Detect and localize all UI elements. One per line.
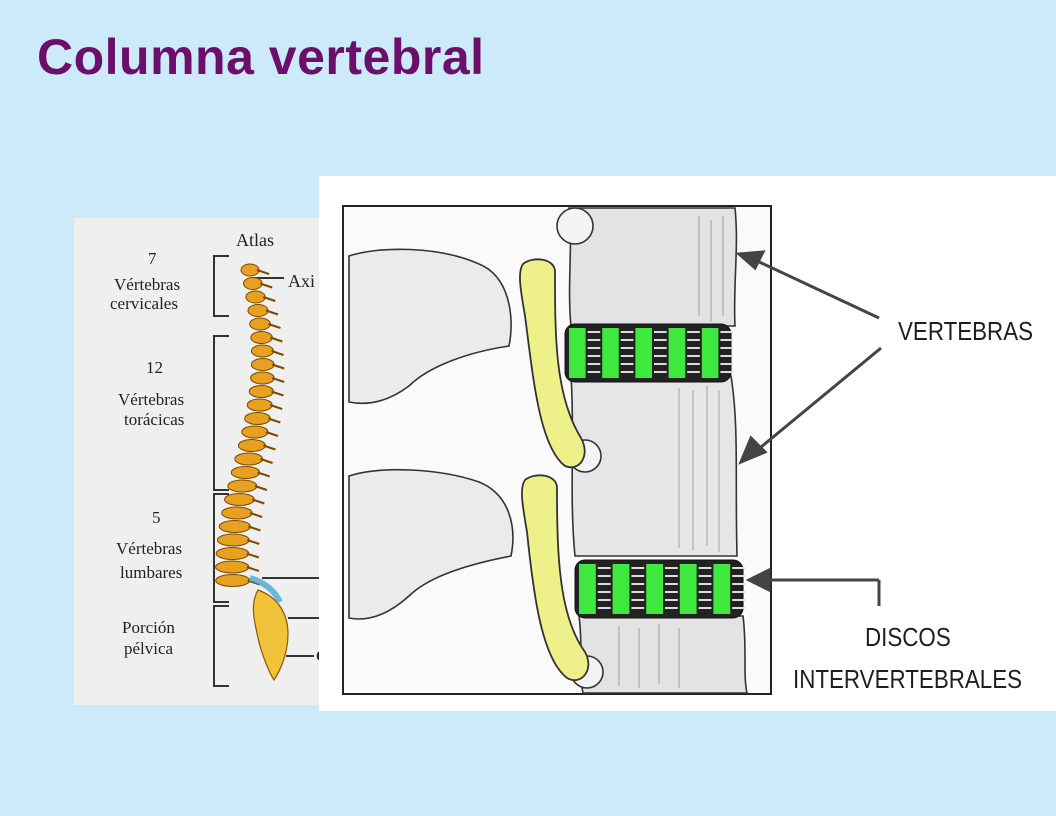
spine-process	[259, 282, 273, 289]
disc-segment	[579, 564, 596, 614]
thoracic-name-line1: Vértebras	[118, 390, 185, 409]
axis-label: Axi	[288, 271, 315, 291]
spine-process	[257, 471, 271, 478]
vertebras-label: VERTEBRAS	[898, 316, 1034, 346]
spine-vertebra	[250, 331, 273, 344]
spine-figure: Atlas Axi c 7 Vértebras cervicales 12 Vé…	[74, 218, 336, 705]
slide-title: Columna vertebral	[37, 29, 485, 85]
spine-vertebra	[216, 533, 250, 547]
spine-process	[246, 566, 260, 572]
spine-process	[269, 404, 283, 410]
spine-vertebra	[248, 385, 274, 398]
spine-process	[271, 377, 285, 383]
spine-process	[246, 539, 260, 545]
atlas-label: Atlas	[236, 230, 274, 250]
spine-vertebra	[240, 263, 260, 277]
spine-vertebra	[237, 439, 266, 452]
spine-vertebra	[230, 466, 261, 479]
disc-segment	[646, 564, 663, 614]
spine-process	[249, 512, 263, 518]
spine-process	[265, 309, 279, 316]
disc-diagram: VERTEBRAS DISCOS INTERVERTEBRALES	[319, 176, 1056, 711]
spine-vertebra	[250, 344, 275, 358]
spine-vertebra	[234, 452, 264, 466]
disc-segment	[713, 564, 731, 614]
spine-vertebra	[218, 520, 251, 533]
disc-segment	[679, 564, 697, 614]
disc-segment	[635, 328, 652, 378]
spine-illustration	[213, 255, 324, 687]
pelvic-name-line1: Porción	[122, 618, 175, 637]
spine-process	[254, 485, 268, 491]
spine-process	[263, 444, 276, 451]
lumbar-name-line1: Vértebras	[116, 539, 183, 558]
cervical-count: 7	[148, 249, 157, 268]
disc-segment	[602, 328, 619, 378]
spine-vertebra	[227, 479, 258, 493]
lumbar-count: 5	[152, 508, 161, 527]
spine-process	[248, 525, 261, 532]
spine-vertebra	[241, 425, 269, 439]
disc-illustration	[342, 205, 882, 695]
discos-label-line1: DISCOS	[865, 622, 951, 652]
disc-segment	[701, 328, 719, 378]
spine-vertebra	[247, 304, 269, 317]
disc-segment	[569, 328, 586, 378]
spine-vertebra	[250, 358, 275, 371]
lumbar-name-line2: lumbares	[120, 563, 183, 582]
spine-vertebra	[215, 574, 251, 587]
pelvic-name-line2: pélvica	[124, 639, 174, 658]
discos-label-line2: INTERVERTEBRALES	[793, 664, 1023, 694]
spine-vertebra	[244, 412, 271, 425]
nerve-roots	[519, 258, 590, 681]
spine-process	[268, 417, 281, 424]
spine-vertebra	[224, 493, 255, 506]
spine-process	[260, 458, 273, 464]
spine-process	[268, 323, 281, 329]
cervical-name-line1: Vértebras	[114, 275, 181, 294]
spine-process	[252, 498, 265, 505]
pointer-arrows	[735, 250, 882, 606]
spine-vertebra	[215, 560, 250, 574]
spine-process	[265, 431, 279, 437]
spine-process	[271, 363, 285, 370]
spine-process	[256, 269, 270, 275]
spine-process	[262, 296, 276, 302]
spine-vertebra	[215, 547, 250, 560]
disc-segment	[668, 328, 686, 378]
spine-vertebra	[249, 317, 271, 331]
spine-vertebra	[243, 277, 263, 290]
spine-vertebra	[221, 506, 253, 520]
cervical-name-line2: cervicales	[110, 294, 178, 313]
spine-vertebra	[250, 371, 275, 385]
thoracic-name-line2: torácicas	[124, 410, 185, 429]
spine-process	[271, 350, 284, 356]
spine-process	[246, 552, 260, 559]
thoracic-count: 12	[146, 358, 163, 377]
disc-segment	[612, 564, 630, 614]
spine-vertebra	[246, 398, 273, 412]
spine-process	[271, 390, 284, 397]
spine-process	[269, 336, 283, 343]
spine-vertebra	[245, 290, 266, 304]
